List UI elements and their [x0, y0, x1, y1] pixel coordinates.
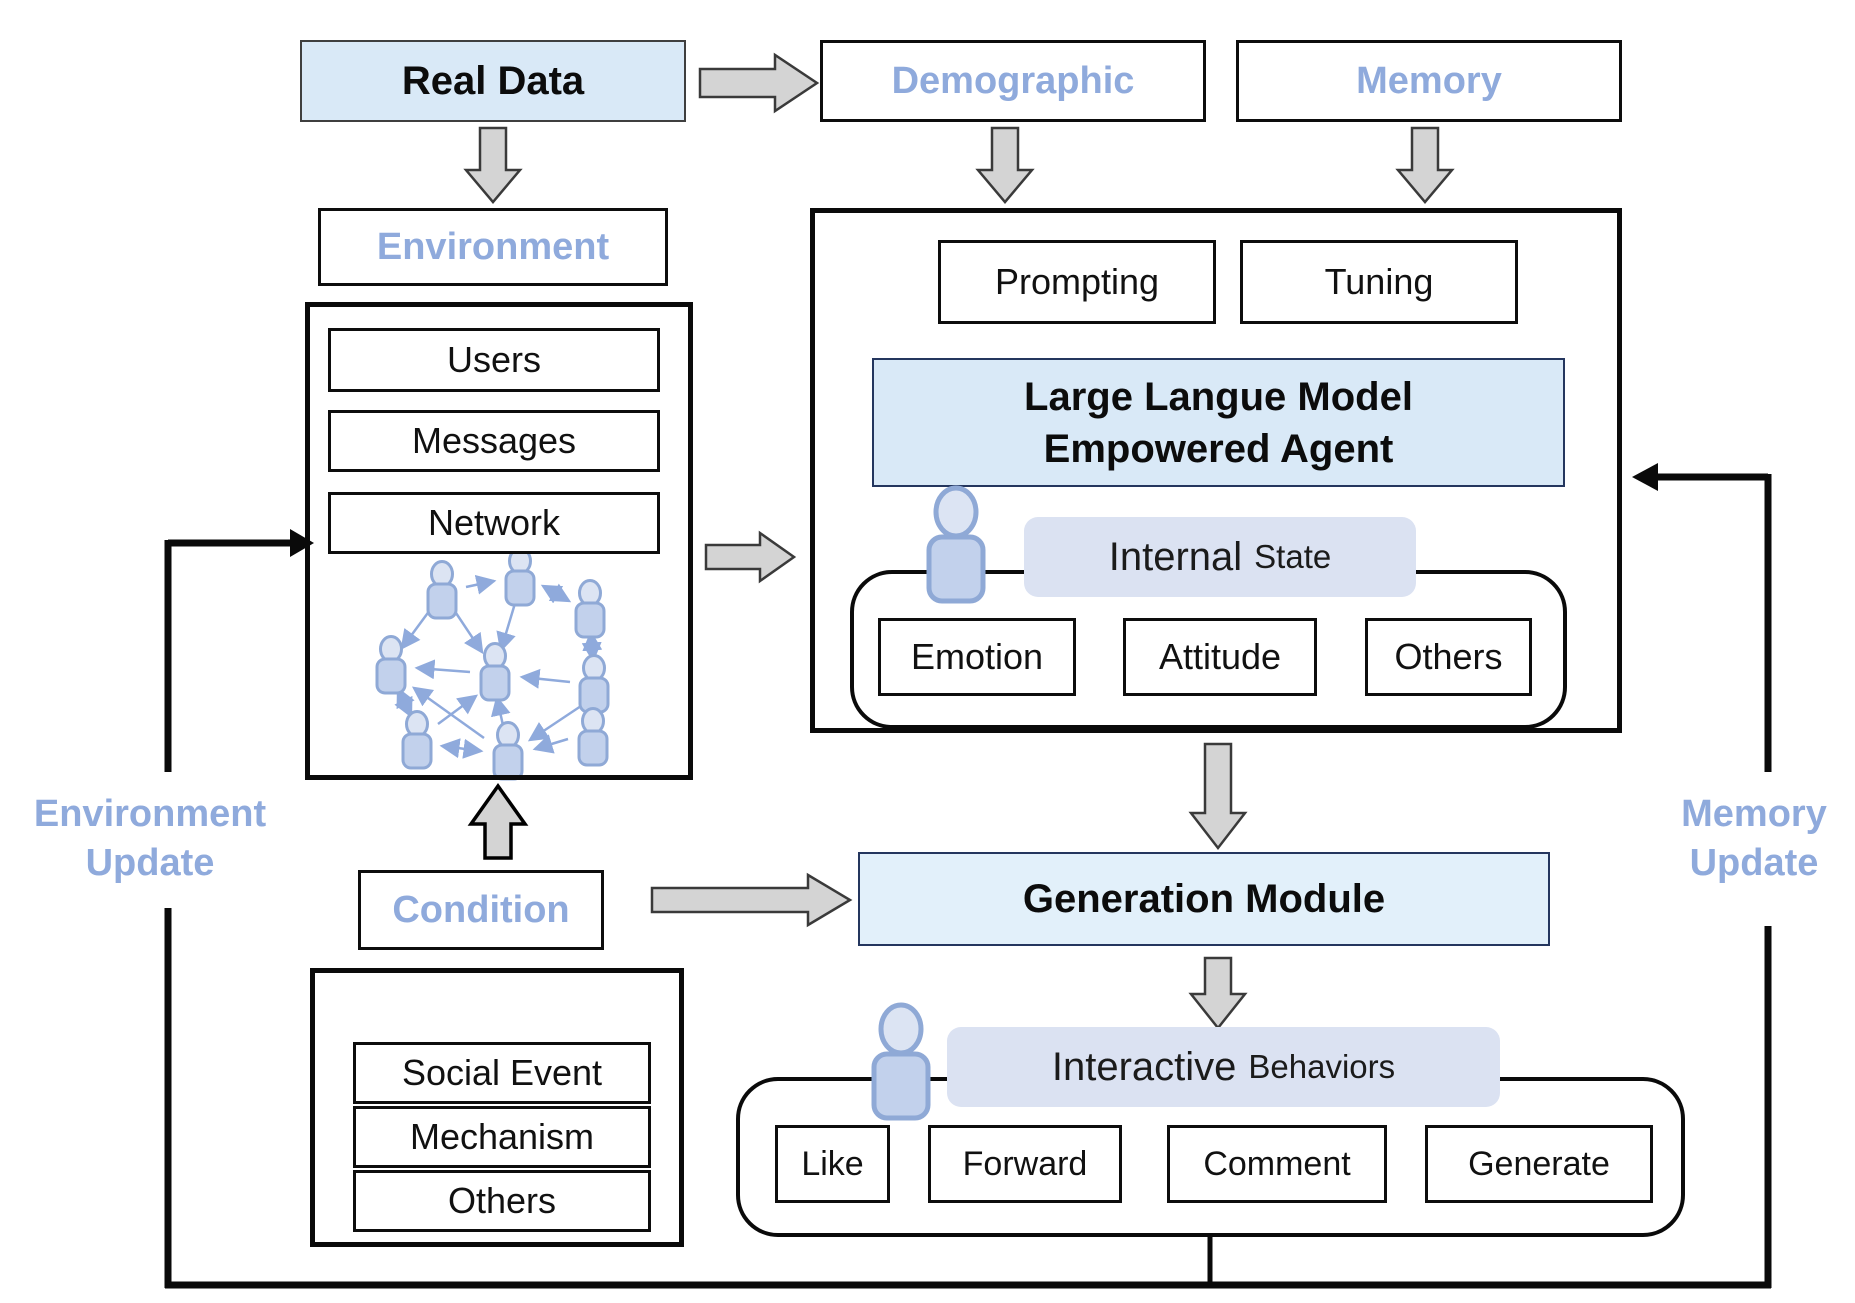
social-event-label: Social Event — [401, 1052, 603, 1093]
memory-update-line2: Update — [1689, 841, 1819, 884]
memory-label: Memory — [1356, 59, 1502, 102]
network-label: Network — [427, 502, 561, 543]
environment-update-label: Environment Update — [8, 790, 292, 888]
demographic-label: Demographic — [891, 59, 1135, 102]
tuning-label: Tuning — [1324, 261, 1434, 302]
condition-box: Condition — [358, 870, 604, 950]
memory-update-line1: Memory — [1681, 793, 1827, 835]
like-box: Like — [775, 1125, 890, 1203]
condition-label: Condition — [392, 888, 570, 931]
forward-label: Forward — [962, 1144, 1088, 1183]
behaviors-user-icon — [871, 1002, 931, 1121]
attitude-label: Attitude — [1158, 636, 1282, 677]
forward-box: Forward — [928, 1125, 1122, 1203]
real-data-box: Real Data — [300, 40, 686, 122]
social-network-graph — [375, 547, 610, 781]
environment-update-loop-line — [164, 529, 314, 1288]
network-box: Network — [328, 492, 660, 554]
emotion-box: Emotion — [878, 618, 1076, 696]
memory-update-loop-line — [1632, 463, 1772, 1288]
messages-label: Messages — [411, 420, 577, 461]
others-condition-label: Others — [447, 1180, 557, 1221]
memory-box: Memory — [1236, 40, 1622, 122]
generate-label: Generate — [1468, 1144, 1610, 1183]
flow-arrow-condition-to-generation-icon — [650, 872, 853, 928]
flow-arrow-realdata-down-icon — [463, 126, 523, 204]
feedback-bottom-line — [165, 1237, 1771, 1289]
interactive-behaviors-subtext: Behaviors — [1248, 1048, 1396, 1085]
others-condition-box: Others — [353, 1170, 651, 1232]
memory-update-label: Memory Update — [1658, 790, 1850, 888]
flow-arrow-condition-up-icon — [467, 782, 529, 860]
environment-container — [305, 302, 693, 780]
llm-agent-box: Large Langue Model Empowered Agent — [872, 358, 1565, 487]
tuning-box: Tuning — [1240, 240, 1518, 324]
social-event-box: Social Event — [353, 1042, 651, 1104]
generation-module-label: Generation Module — [1022, 876, 1386, 921]
flow-arrow-memory-down-icon — [1395, 126, 1455, 204]
environment-label: Environment — [376, 225, 610, 268]
comment-label: Comment — [1203, 1144, 1351, 1183]
flow-arrow-demographic-down-icon — [975, 126, 1035, 204]
flow-arrow-environment-to-agent-icon — [704, 530, 797, 584]
network-user-icons — [375, 547, 610, 781]
environment-update-line1: Environment — [33, 793, 267, 835]
real-data-label: Real Data — [401, 58, 585, 103]
llm-agent-line1: Large Langue Model — [1024, 374, 1413, 419]
messages-box: Messages — [328, 410, 660, 472]
flow-arrow-generation-to-behaviors-icon — [1188, 956, 1248, 1031]
generate-box: Generate — [1425, 1125, 1653, 1203]
comment-box: Comment — [1167, 1125, 1387, 1203]
internal-state-subtext: State — [1254, 538, 1332, 575]
agent-container — [810, 208, 1622, 733]
mechanism-box: Mechanism — [353, 1106, 651, 1168]
mechanism-label: Mechanism — [409, 1116, 595, 1157]
condition-container — [310, 968, 684, 1247]
internal-state-label: Internal State — [1024, 517, 1416, 597]
demographic-box: Demographic — [820, 40, 1206, 122]
flow-arrow-agent-to-generation-icon — [1188, 742, 1248, 851]
interactive-behaviors-label: Interactive Behaviors — [947, 1027, 1500, 1107]
users-label: Users — [446, 339, 541, 380]
flow-arrow-realdata-to-demographic-icon — [698, 52, 820, 114]
llm-agent-line2: Empowered Agent — [1043, 426, 1394, 471]
others-state-box: Others — [1365, 618, 1532, 696]
environment-label-box: Environment — [318, 208, 668, 286]
attitude-box: Attitude — [1123, 618, 1317, 696]
emotion-label: Emotion — [910, 636, 1044, 677]
prompting-box: Prompting — [938, 240, 1216, 324]
like-label: Like — [801, 1144, 864, 1183]
internal-state-text: Internal — [1108, 534, 1243, 579]
generation-module-box: Generation Module — [858, 852, 1550, 946]
users-box: Users — [328, 328, 660, 392]
others-state-label: Others — [1394, 636, 1503, 677]
environment-update-line2: Update — [85, 841, 215, 884]
prompting-label: Prompting — [994, 261, 1160, 302]
agent-user-icon — [926, 485, 986, 604]
interactive-behaviors-text: Interactive — [1051, 1044, 1237, 1089]
